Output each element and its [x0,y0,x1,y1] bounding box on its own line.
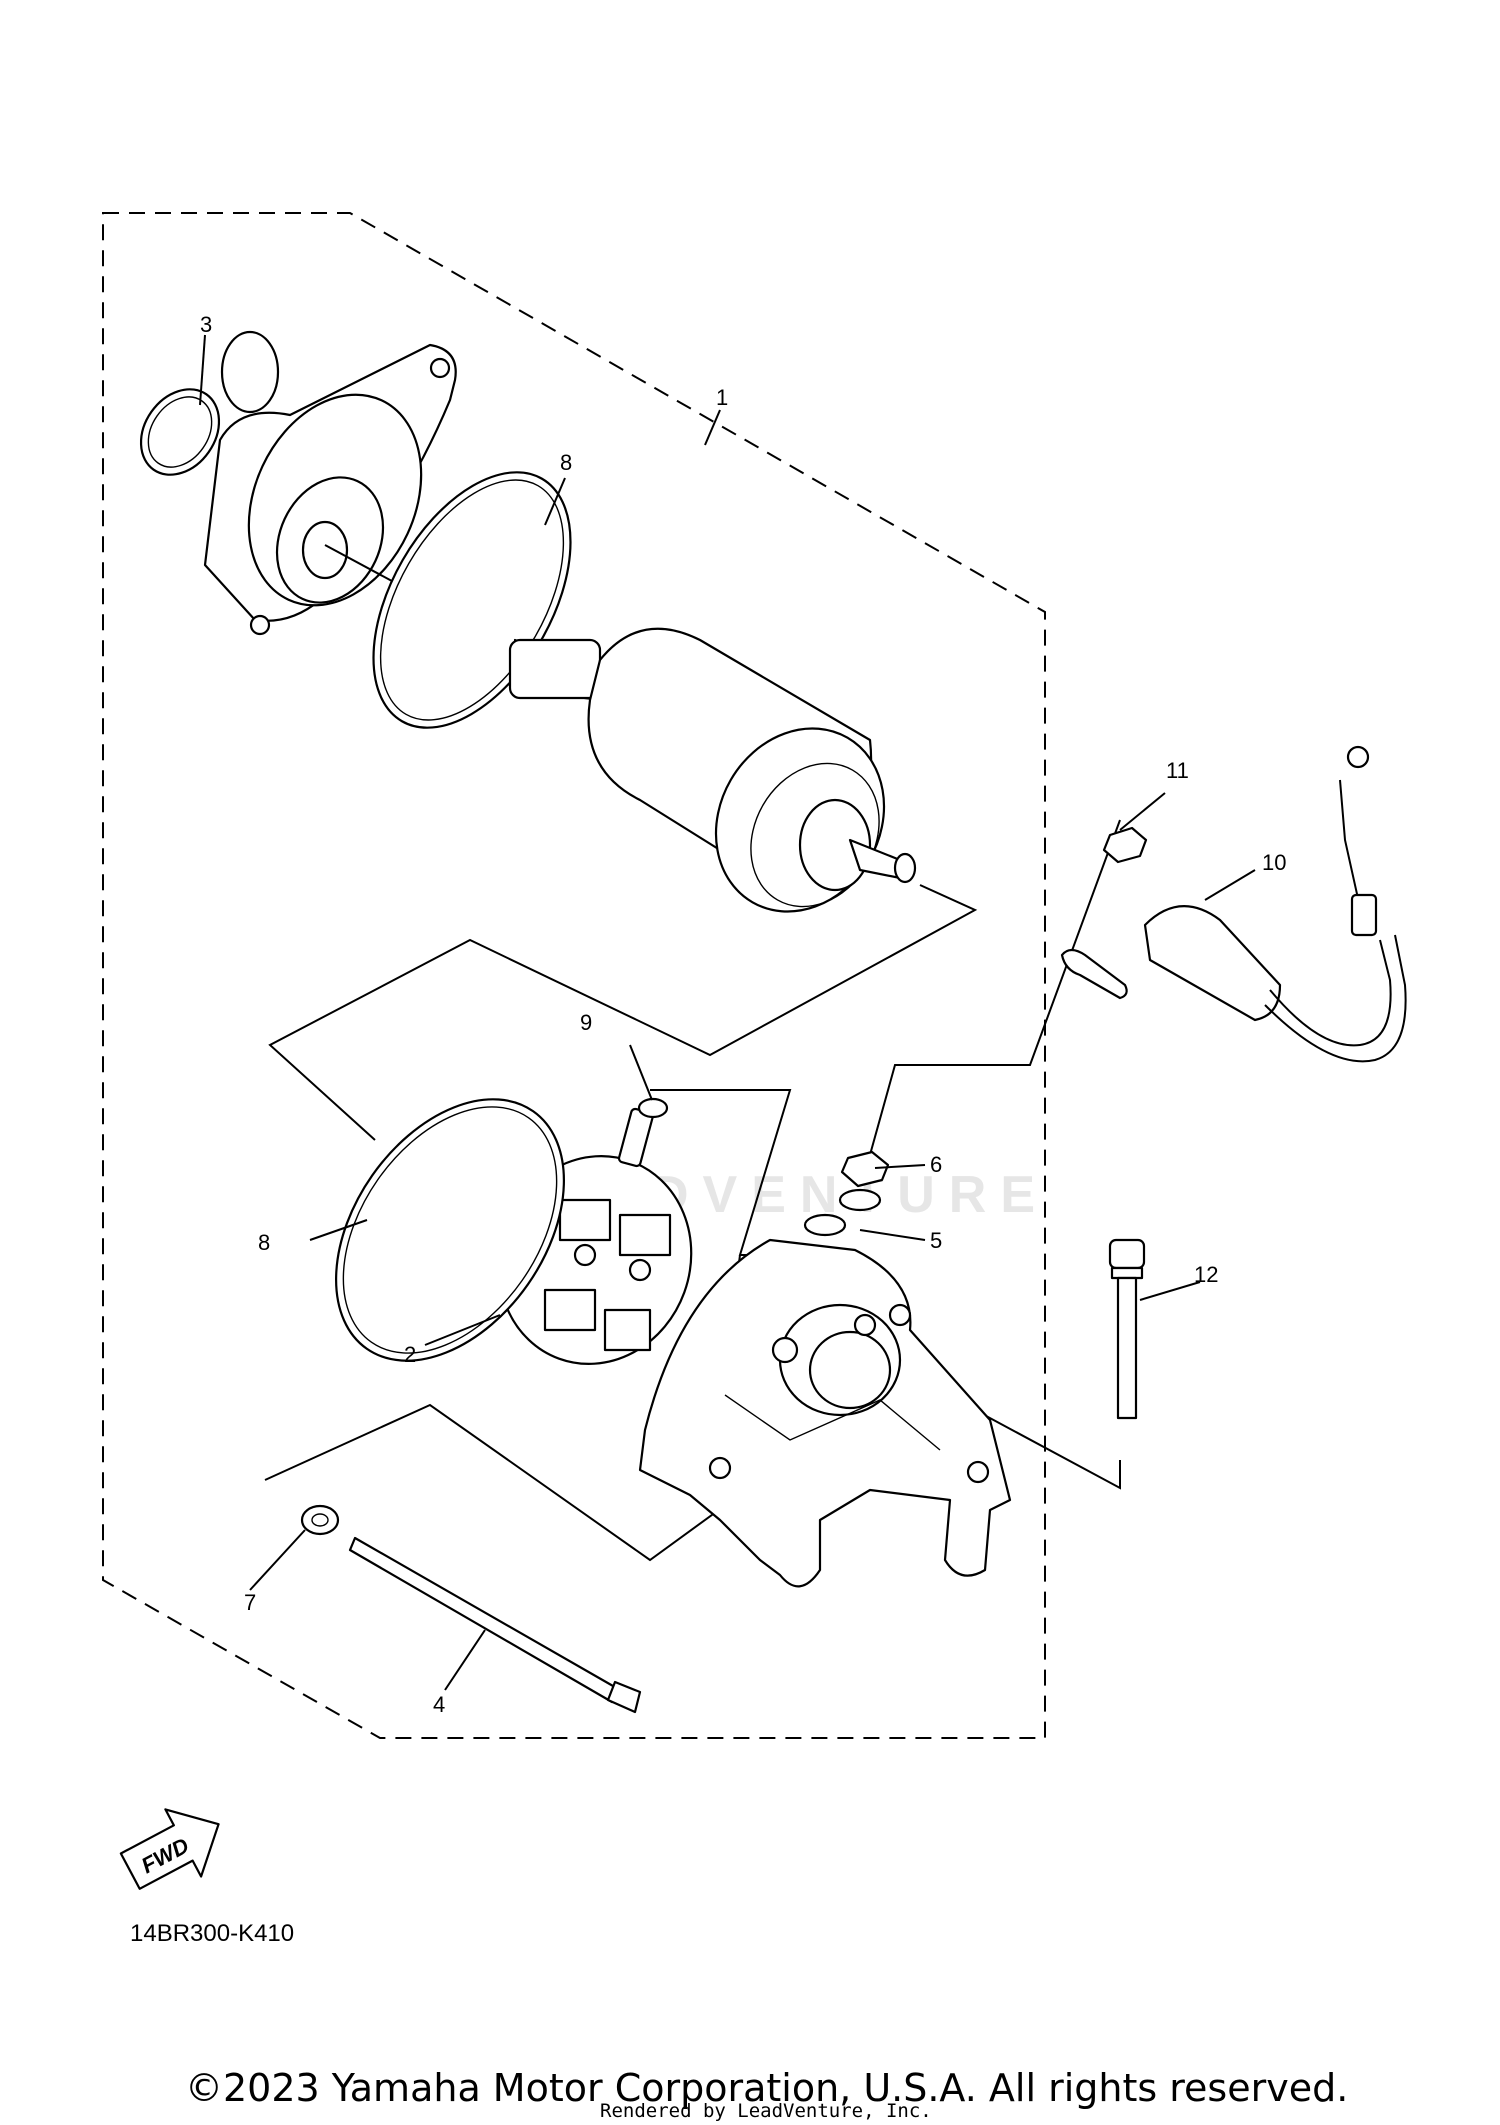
rear-cover-bracket [638,1238,1012,1588]
o-ring-part-3 [139,388,221,476]
nut-part-6 [840,1150,890,1188]
armature-yoke [508,627,917,913]
callout-3: 3 [200,312,212,337]
callout-6: 6 [930,1152,942,1177]
callout-7: 7 [244,1590,256,1615]
rendered-by-credit: Rendered by LeadVenture, Inc. [600,2100,932,2122]
callout-12: 12 [1194,1262,1218,1287]
callout-9: 9 [580,1010,592,1035]
copyright-notice: ©2023 Yamaha Motor Corporation, U.S.A. A… [185,2066,1349,2110]
washer-part-9 [637,1097,669,1119]
leader-shaft-to-lower [268,884,978,1141]
leader-cover-to-12 [974,1409,1121,1490]
callout-11: 11 [1166,758,1189,783]
bolt-part-12 [1108,1238,1146,1420]
callout-4: 4 [433,1692,445,1717]
long-bolt-part-4 [348,1536,642,1714]
callout-10: 10 [1262,850,1286,875]
callout-8-upper: 8 [560,450,572,475]
callout-5: 5 [930,1228,942,1253]
diagram-code: 14BR300-K410 [130,1920,295,1947]
assembly-boundary [102,212,1046,1739]
washer-part-7 [300,1504,340,1536]
callout-leaders [199,334,1256,1691]
callout-1: 1 [716,385,728,410]
o-ring-part-8-lower [335,1098,565,1362]
nut-part-11 [1102,826,1148,864]
washer-part-5 [803,1188,882,1237]
front-cover [203,330,521,651]
callout-2: 2 [404,1342,416,1367]
leader-part-11-to-6 [867,819,1121,1163]
callout-8-lower: 8 [258,1230,270,1255]
lead-wire-part-10 [1060,745,1407,1063]
leader-part-4 [264,1403,761,1562]
fwd-arrow-icon: FWD [119,1808,220,1890]
